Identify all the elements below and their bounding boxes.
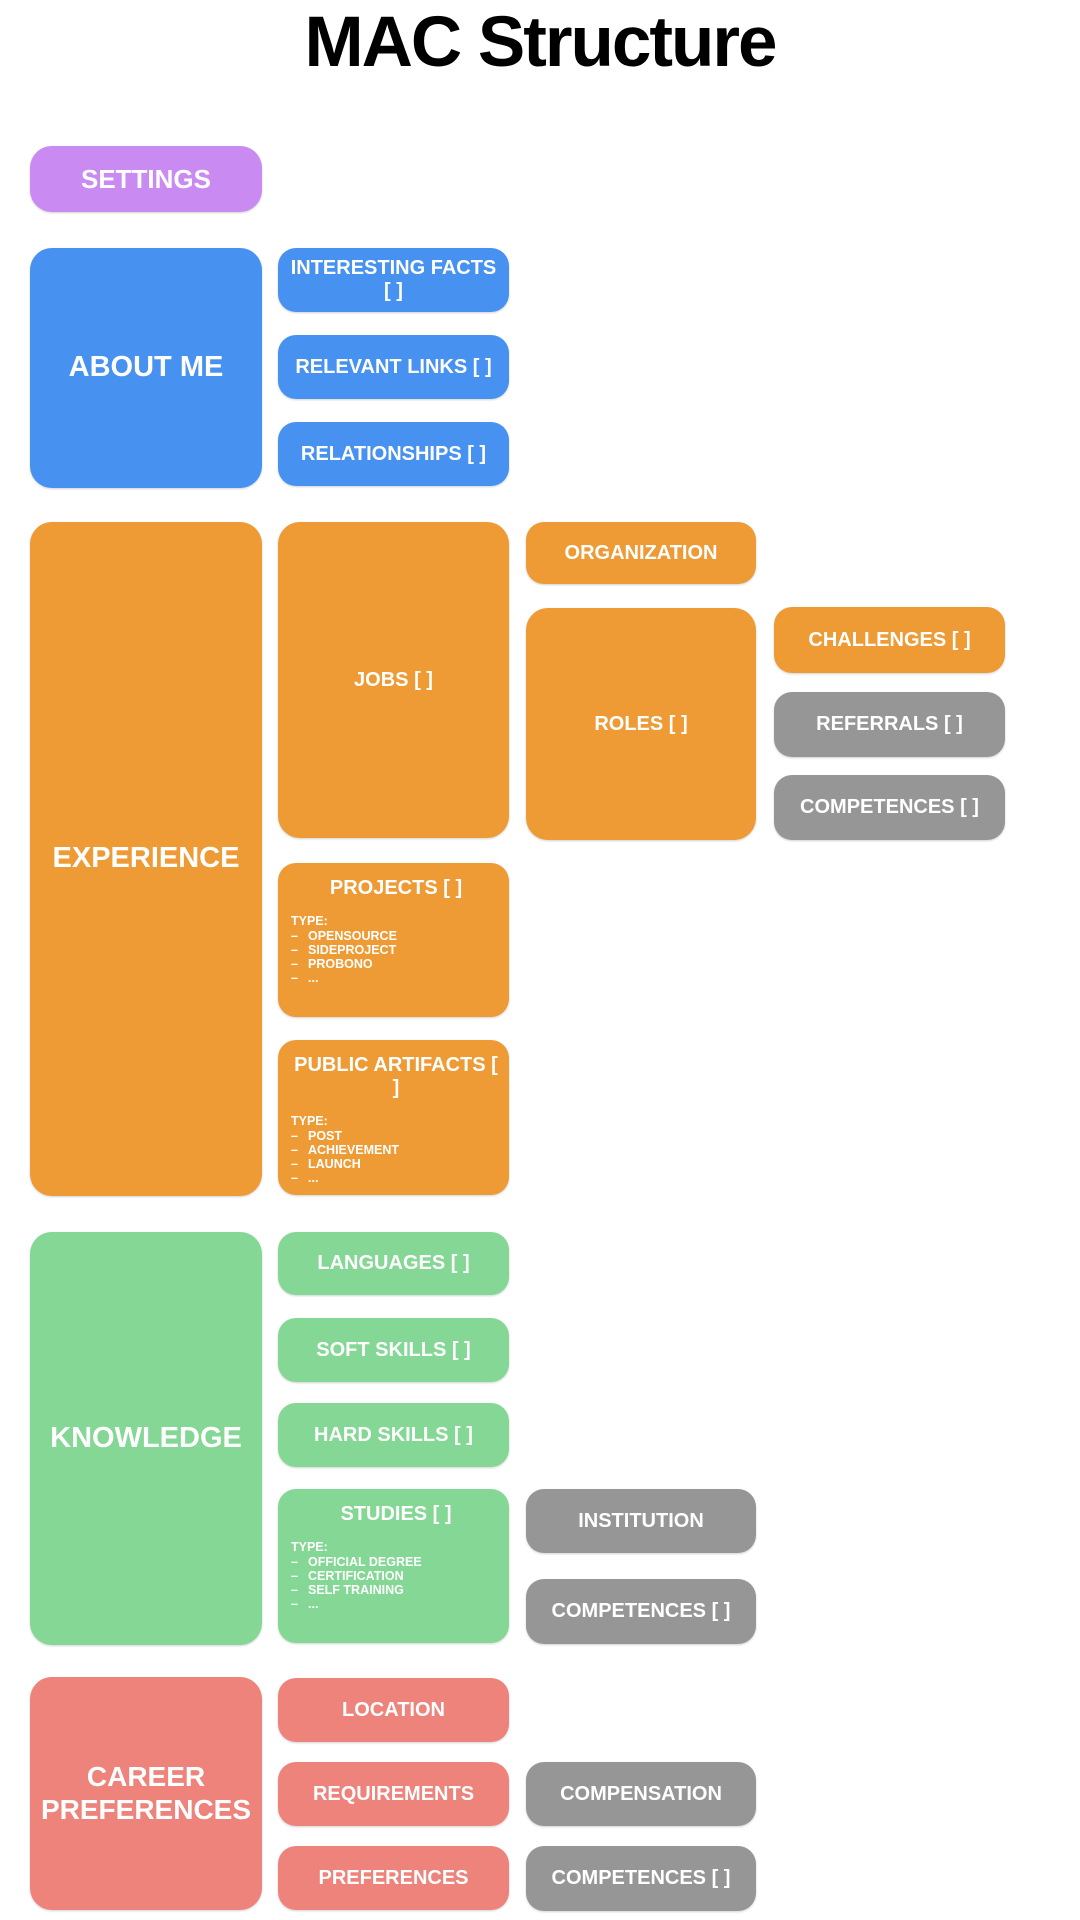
projects-label: PROJECTS [ ] [329, 877, 463, 899]
preferences-block: PREFERENCES [278, 1846, 509, 1910]
hard-skills-label: HARD SKILLS [ ] [314, 1423, 473, 1446]
knowledge-block: KNOWLEDGE [30, 1232, 262, 1645]
experience-block: EXPERIENCE [30, 522, 262, 1196]
type-heading: TYPE: [291, 914, 328, 928]
list-item: –CERTIFICATION [291, 1569, 404, 1583]
knowledge-label: KNOWLEDGE [50, 1421, 242, 1454]
dash: – [291, 1569, 298, 1583]
list-item: –... [291, 971, 319, 985]
list-item: –... [291, 1597, 319, 1611]
list-item: –POST [291, 1129, 343, 1143]
career-competences-block: COMPETENCES [ ] [526, 1846, 756, 1911]
type-heading: TYPE: [291, 1540, 328, 1554]
challenges-block: CHALLENGES [ ] [774, 607, 1005, 673]
list-item: –OFFICIAL DEGREE [291, 1555, 422, 1569]
institution-label: INSTITUTION [578, 1509, 704, 1532]
dash: – [291, 1597, 298, 1611]
studies-type-list: TYPE: –OFFICIAL DEGREE –CERTIFICATION –S… [291, 1540, 501, 1611]
projects-block: PROJECTS [ ] TYPE: –OPENSOURCE –SIDEPROJ… [278, 863, 509, 1017]
roles-competences-label: COMPETENCES [ ] [800, 796, 979, 818]
dash: – [291, 929, 298, 943]
soft-skills-label: SOFT SKILLS [ ] [316, 1338, 471, 1361]
dash: – [291, 1129, 298, 1143]
career-preferences-block: CAREER PREFERENCES [30, 1677, 262, 1910]
studies-competences-block: COMPETENCES [ ] [526, 1579, 756, 1644]
dash: – [291, 971, 298, 985]
list-item: –SIDEPROJECT [291, 943, 397, 957]
about-me-block: ABOUT ME [30, 248, 262, 488]
page-title: MAC Structure [304, 3, 777, 82]
referrals-label: REFERRALS [ ] [816, 713, 963, 735]
organization-block: ORGANIZATION [526, 522, 756, 584]
experience-label: EXPERIENCE [52, 842, 240, 875]
list-item: –... [291, 1171, 319, 1185]
dash: – [291, 1171, 298, 1185]
languages-block: LANGUAGES [ ] [278, 1232, 509, 1295]
dash: – [291, 1583, 298, 1597]
institution-block: INSTITUTION [526, 1489, 756, 1553]
dash: – [291, 1143, 298, 1157]
relevant-links-label: RELEVANT LINKS [ ] [295, 355, 492, 378]
dash: – [291, 957, 298, 971]
referrals-block: REFERRALS [ ] [774, 692, 1005, 757]
compensation-block: COMPENSATION [526, 1762, 756, 1826]
languages-label: LANGUAGES [ ] [317, 1252, 470, 1274]
type-heading: TYPE: [291, 1114, 328, 1128]
relationships-block: RELATIONSHIPS [ ] [278, 422, 509, 486]
list-item: –SELF TRAINING [291, 1583, 404, 1597]
projects-type-list: TYPE: –OPENSOURCE –SIDEPROJECT –PROBONO … [291, 914, 501, 985]
jobs-block: JOBS [ ] [278, 522, 509, 838]
jobs-label: JOBS [ ] [354, 668, 433, 691]
studies-label: STUDIES [ ] [340, 1503, 452, 1525]
public-artifacts-type-list: TYPE: –POST –ACHIEVEMENT –LAUNCH –... [291, 1114, 501, 1185]
roles-competences-block: COMPETENCES [ ] [774, 775, 1005, 840]
list-item: –ACHIEVEMENT [291, 1143, 399, 1157]
requirements-label: REQUIREMENTS [312, 1782, 475, 1805]
location-block: LOCATION [278, 1678, 509, 1742]
location-label: LOCATION [342, 1698, 445, 1721]
relationships-label: RELATIONSHIPS [ ] [300, 442, 487, 465]
dash: – [291, 943, 298, 957]
studies-competences-label: COMPETENCES [ ] [551, 1600, 731, 1622]
requirements-block: REQUIREMENTS [278, 1762, 509, 1826]
about-me-label: ABOUT ME [68, 351, 224, 384]
list-item: –OPENSOURCE [291, 929, 397, 943]
list-item: –PROBONO [291, 957, 373, 971]
dash: – [291, 1157, 298, 1171]
career-preferences-label: CAREER PREFERENCES [40, 1761, 252, 1825]
compensation-label: COMPENSATION [560, 1782, 722, 1805]
soft-skills-block: SOFT SKILLS [ ] [278, 1318, 509, 1382]
public-artifacts-label: PUBLIC ARTIFACTS [ ] [294, 1054, 498, 1099]
interesting-facts-label: INTERESTING FACTS [ ] [290, 257, 497, 302]
career-competences-label: COMPETENCES [ ] [551, 1867, 731, 1889]
dash: – [291, 1555, 298, 1569]
hard-skills-block: HARD SKILLS [ ] [278, 1403, 509, 1467]
preferences-label: PREFERENCES [318, 1866, 469, 1889]
relevant-links-block: RELEVANT LINKS [ ] [278, 335, 509, 399]
public-artifacts-block: PUBLIC ARTIFACTS [ ] TYPE: –POST –ACHIEV… [278, 1040, 509, 1195]
settings-label: SETTINGS [80, 163, 211, 194]
settings-block: SETTINGS [30, 146, 262, 212]
roles-block: ROLES [ ] [526, 608, 756, 840]
challenges-label: CHALLENGES [ ] [808, 628, 971, 651]
roles-label: ROLES [ ] [594, 712, 688, 735]
interesting-facts-block: INTERESTING FACTS [ ] [278, 248, 509, 312]
list-item: –LAUNCH [291, 1157, 361, 1171]
studies-block: STUDIES [ ] TYPE: –OFFICIAL DEGREE –CERT… [278, 1489, 509, 1643]
organization-label: ORGANIZATION [564, 541, 718, 564]
